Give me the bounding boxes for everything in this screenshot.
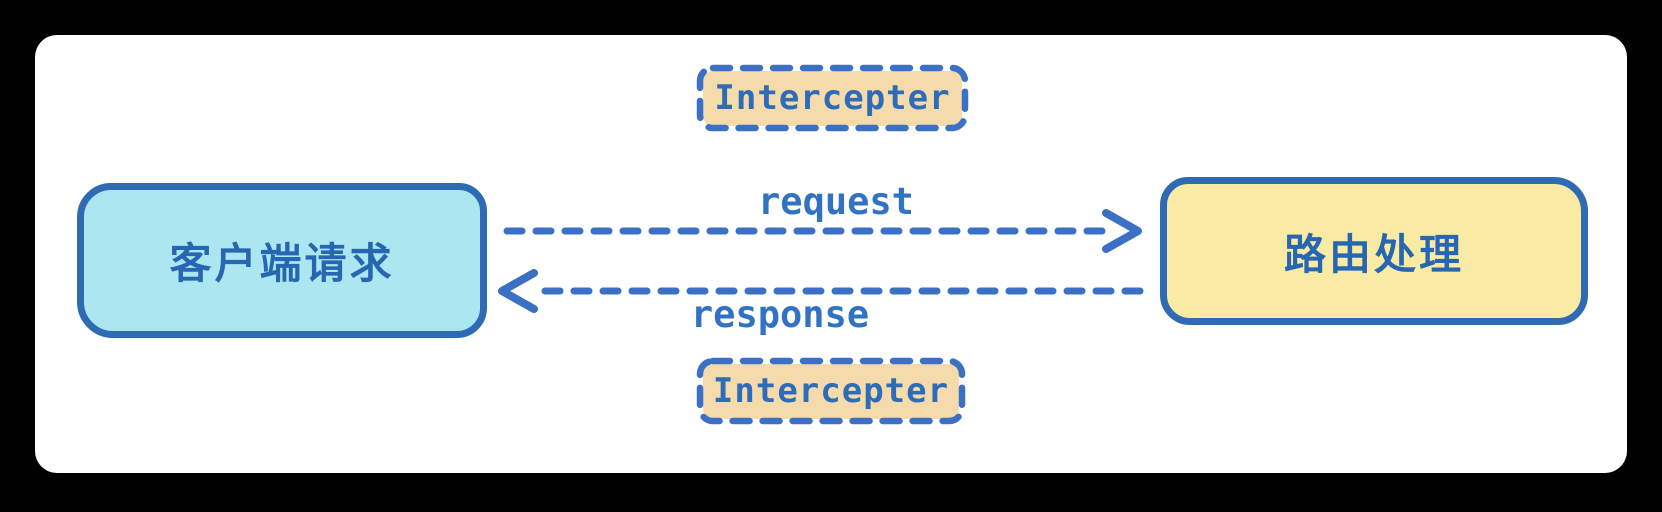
- interceptor-top-label: Intercepter: [714, 78, 951, 118]
- request-arrow-label: request: [758, 180, 914, 223]
- interceptor-bottom-label: Intercepter: [712, 371, 950, 411]
- router-handler-node: 路由处理: [1160, 177, 1588, 325]
- client-request-label: 客户端请求: [169, 240, 395, 287]
- router-handler-label: 路由处理: [1283, 230, 1464, 278]
- response-arrow-label: response: [690, 293, 870, 336]
- client-request-node: 客户端请求: [77, 183, 487, 338]
